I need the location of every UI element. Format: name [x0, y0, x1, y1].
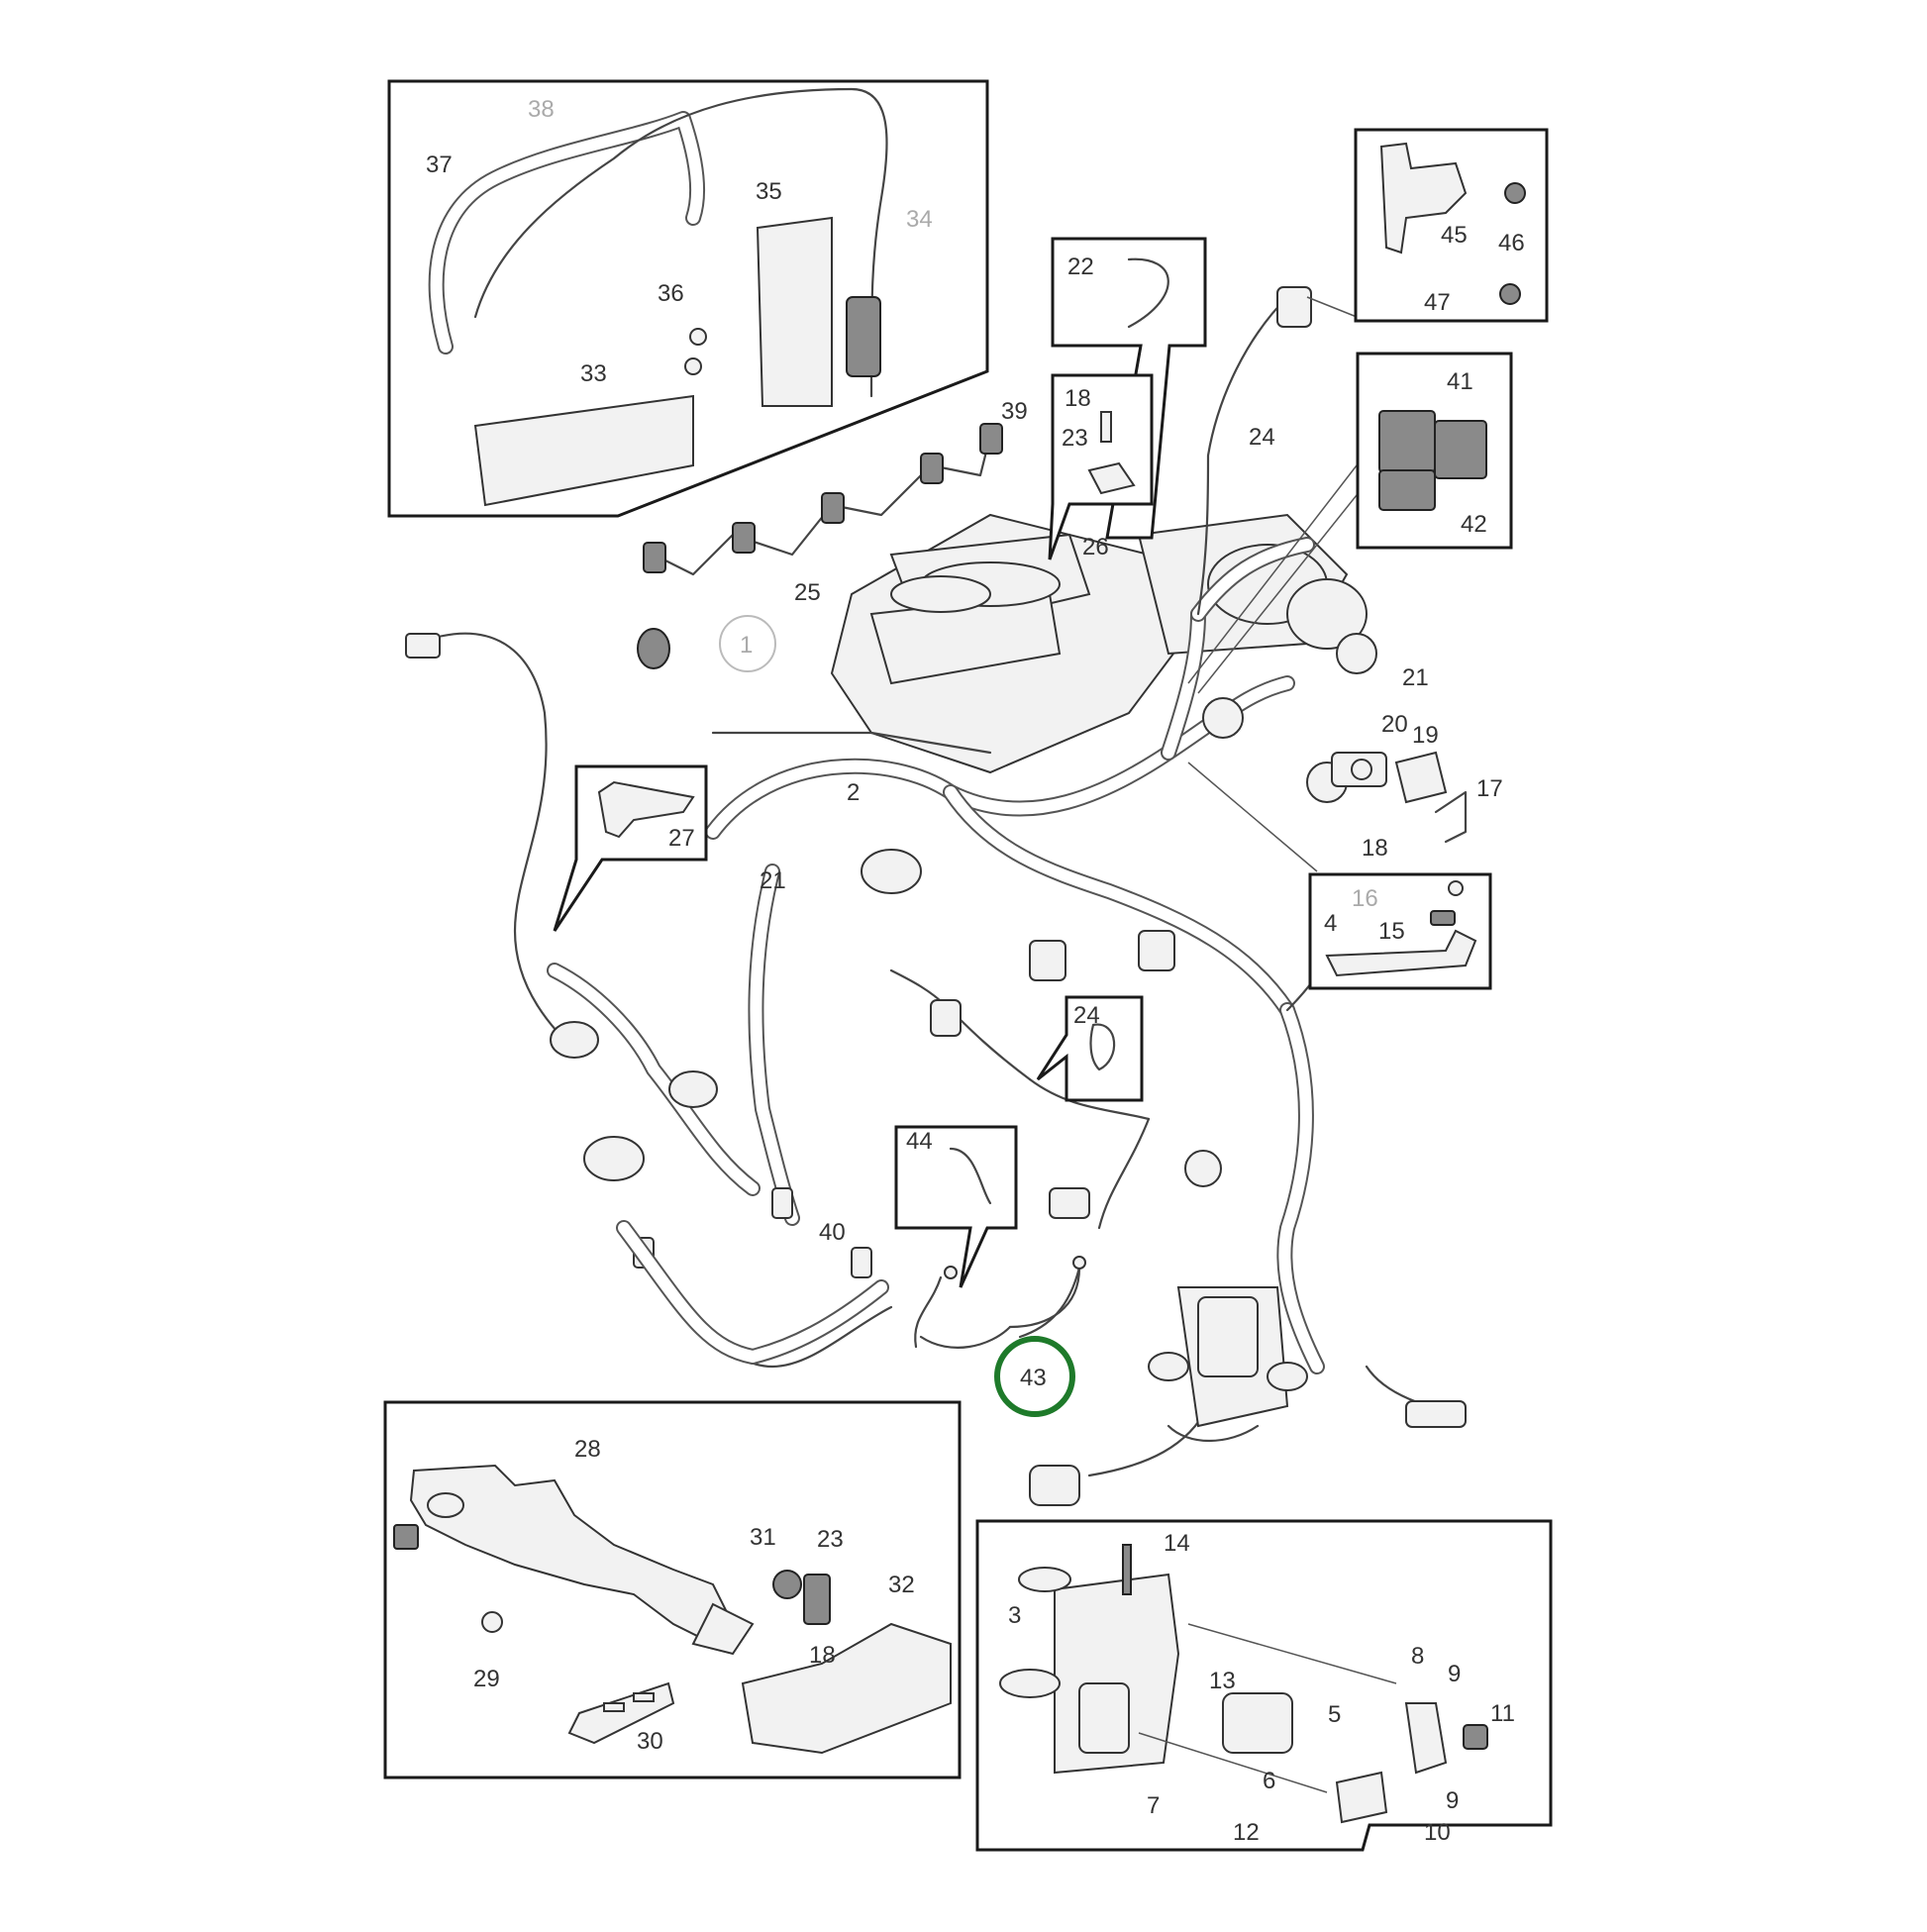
- label-42: 42: [1461, 511, 1487, 538]
- label-23-bottom: 23: [817, 1526, 844, 1553]
- inset-cable-tie-22: 22: [1051, 237, 1207, 540]
- label-21-left: 21: [760, 867, 786, 894]
- label-18-top: 18: [1065, 385, 1091, 412]
- label-31: 31: [750, 1524, 776, 1551]
- knock-sensor-1: 1: [719, 615, 776, 672]
- label-11: 11: [1490, 1700, 1515, 1727]
- label-18-right: 18: [1362, 835, 1388, 862]
- inset-bracket-assembly-28-32: 28 31 23 32 18 29 30: [383, 1400, 962, 1779]
- label-18-bottom: 18: [809, 1642, 836, 1669]
- inset-bolt-bracket-18-23: 18 23: [1048, 373, 1154, 560]
- inset-tie-44: 44: [894, 1125, 1018, 1288]
- label-5: 5: [1328, 1701, 1341, 1728]
- inset-bracket-27: 27: [553, 764, 708, 932]
- lower-right-assembly: [1148, 1286, 1308, 1442]
- label-20: 20: [1381, 711, 1408, 738]
- label-28: 28: [574, 1436, 601, 1463]
- label-10: 10: [1424, 1819, 1451, 1846]
- label-3: 3: [1008, 1602, 1021, 1629]
- label-7: 7: [1147, 1792, 1160, 1819]
- label-37: 37: [426, 152, 453, 178]
- label-6: 6: [1263, 1768, 1275, 1794]
- label-22: 22: [1067, 254, 1094, 280]
- inset-ecu-bracket-3-14: 14 3 13 8 9 11 5 6 9 7 12 10: [975, 1519, 1553, 1852]
- part-43-bracket: [914, 1256, 1086, 1349]
- label-8: 8: [1411, 1643, 1424, 1670]
- label-29: 29: [473, 1666, 500, 1692]
- label-43: 43: [1020, 1365, 1047, 1391]
- label-13: 13: [1209, 1668, 1236, 1694]
- label-30: 30: [637, 1728, 663, 1755]
- part-15-16-leader: [1187, 762, 1318, 872]
- inset-plate-4-15-16: 16 15 4: [1308, 872, 1492, 990]
- label-46: 46: [1498, 230, 1525, 256]
- label-32: 32: [888, 1572, 915, 1598]
- label-21-right: 21: [1402, 664, 1429, 691]
- label-40: 40: [819, 1219, 846, 1246]
- label-45: 45: [1441, 222, 1468, 249]
- label-34: 34: [906, 206, 933, 233]
- label-38: 38: [528, 96, 555, 123]
- part-45-47-leader: [1306, 296, 1358, 318]
- inset-bracket-45-47: 45 46 47: [1354, 128, 1549, 323]
- inset-relays-41-42: 41 42: [1356, 352, 1513, 550]
- label-47: 47: [1424, 289, 1451, 316]
- callout-43-highlight: 43: [994, 1336, 1075, 1417]
- inset-oxygen-sensor: 38 37 35 34 36 33: [387, 79, 989, 518]
- inset-clip-24: 24: [1036, 995, 1144, 1102]
- sensors-19-20: [1331, 751, 1468, 844]
- connectors: [405, 286, 1467, 1506]
- label-24-mid: 24: [1073, 1002, 1100, 1029]
- label-15: 15: [1378, 918, 1405, 945]
- label-9-bottom: 9: [1446, 1787, 1459, 1814]
- label-39: 39: [1001, 398, 1028, 425]
- part-41-42-relays: [1187, 464, 1358, 694]
- label-12: 12: [1233, 1819, 1260, 1846]
- label-2: 2: [847, 779, 860, 806]
- label-44: 44: [906, 1128, 933, 1155]
- label-14: 14: [1164, 1530, 1190, 1557]
- label-17: 17: [1476, 775, 1503, 802]
- label-41: 41: [1447, 368, 1473, 395]
- label-25: 25: [794, 579, 821, 606]
- label-33: 33: [580, 360, 607, 387]
- label-26: 26: [1082, 534, 1109, 560]
- label-19: 19: [1412, 722, 1439, 749]
- label-9-top: 9: [1448, 1661, 1461, 1687]
- label-35: 35: [756, 178, 782, 205]
- engine-block: [830, 513, 1377, 774]
- label-16: 16: [1352, 885, 1378, 912]
- label-4: 4: [1324, 910, 1337, 937]
- ground-strap-40: [616, 1220, 889, 1365]
- label-1: 1: [740, 632, 753, 659]
- label-23-top: 23: [1062, 425, 1088, 452]
- label-27: 27: [668, 825, 695, 852]
- label-36: 36: [658, 280, 684, 307]
- label-24-top: 24: [1249, 424, 1275, 451]
